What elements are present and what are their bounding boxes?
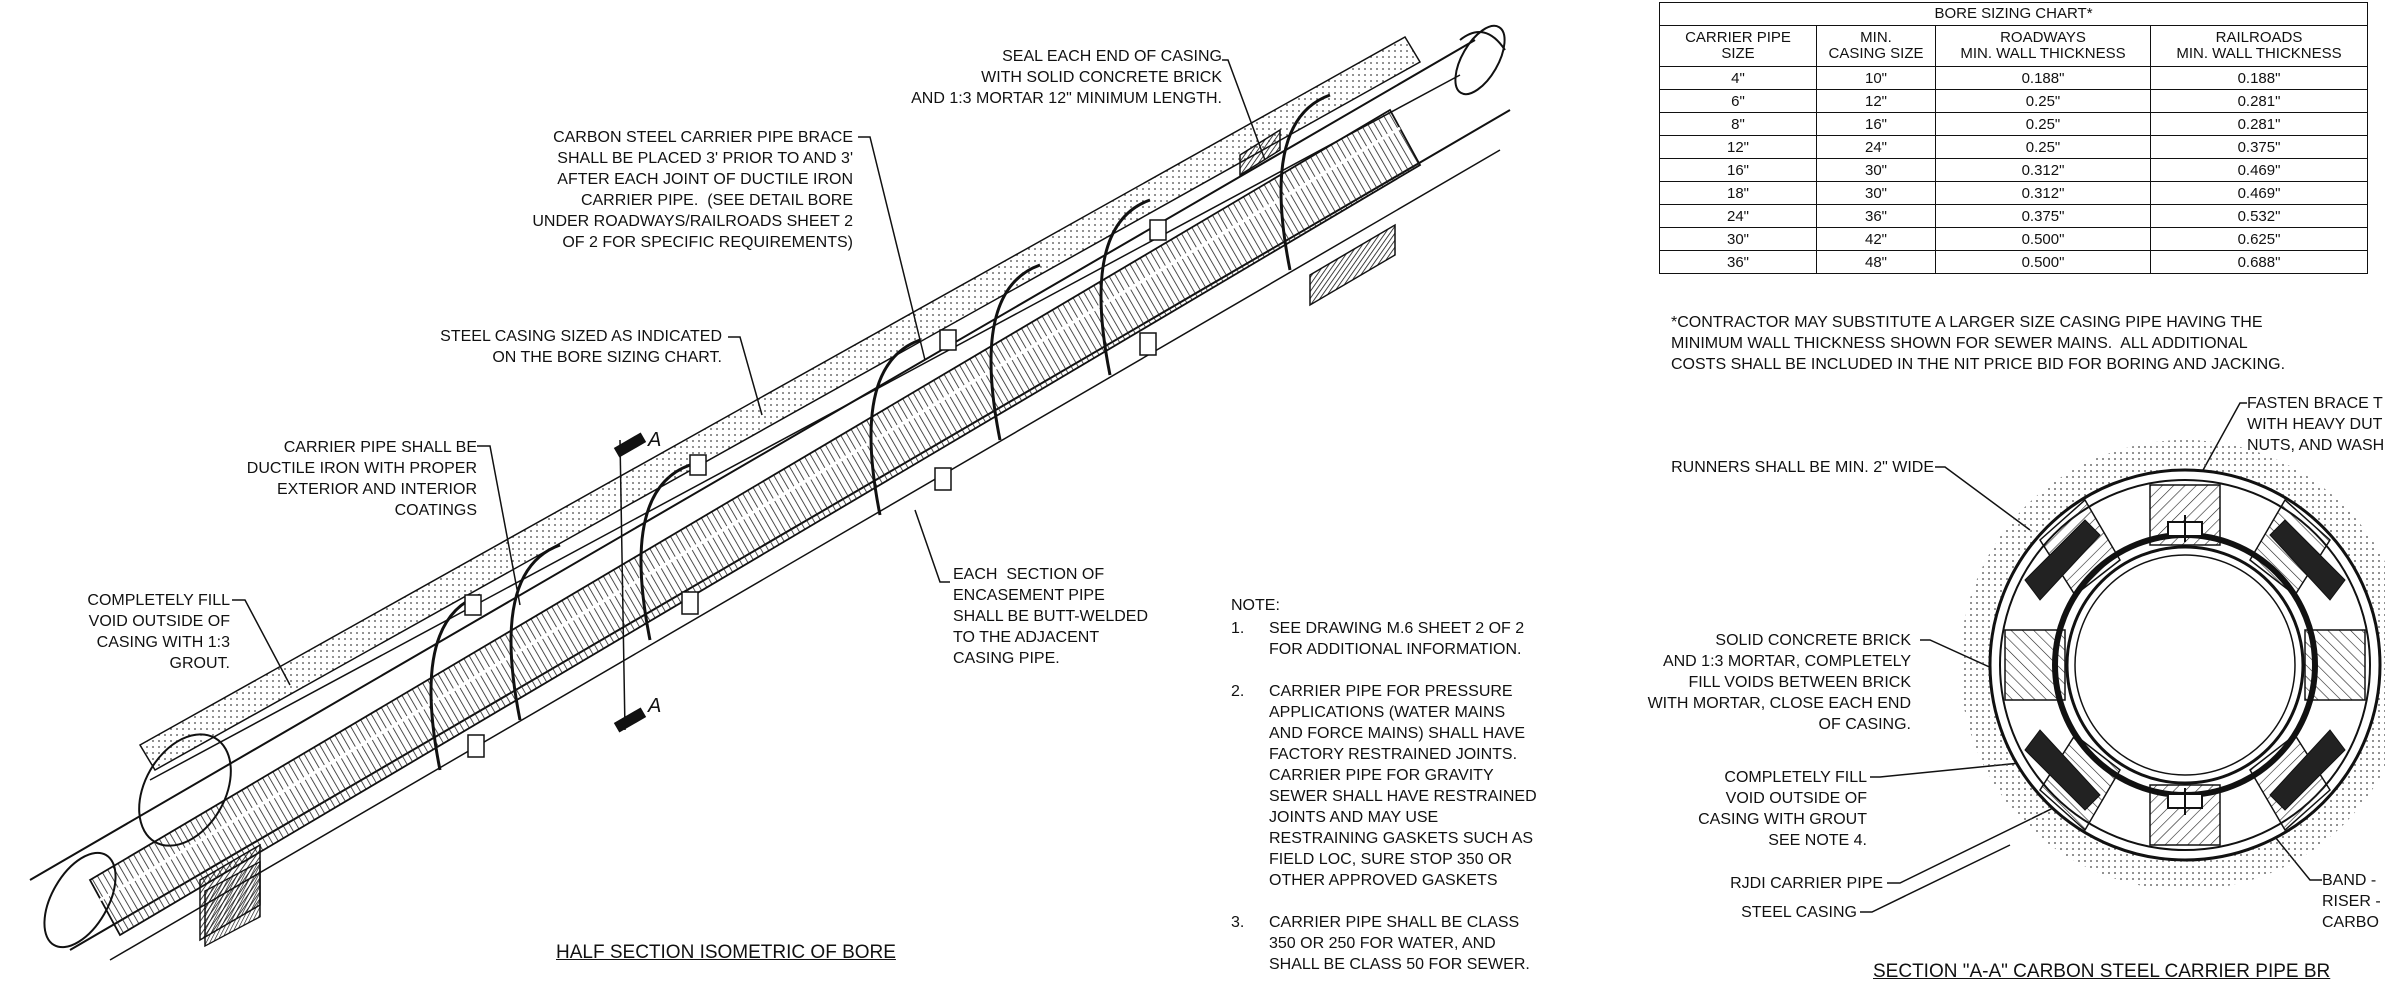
callout-each-section: EACH SECTION OF ENCASEMENT PIPE SHALL BE… (953, 566, 1149, 667)
table-cell-rail: 0.281" (2150, 112, 2368, 136)
table-cell-carrier: 30" (1659, 227, 1817, 251)
callout-seal-casing: SEAL EACH END OF CASING WITH SOLID CONCR… (911, 48, 1222, 107)
callout-fasten-brace: FASTEN BRACE T WITH HEAVY DUT NUTS, AND … (2247, 395, 2385, 454)
grout-band (138, 35, 1422, 772)
table-cell-rail: 0.688" (2150, 250, 2368, 274)
table-cell-road: 0.312" (1935, 181, 2151, 205)
table-cell-casing: 12" (1816, 89, 1936, 113)
callout-rjdi-pipe: RJDI CARRIER PIPE (1730, 875, 1883, 892)
rjdi-carrier-pipe (2065, 545, 2305, 785)
table-cell-rail: 0.469" (2150, 158, 2368, 182)
table-cell-carrier: 36" (1659, 250, 1817, 274)
table-cell-rail: 0.469" (2150, 181, 2368, 205)
section-mark-a-bottom: A (647, 695, 661, 717)
callout-fill-grout: COMPLETELY FILL VOID OUTSIDE OF CASING W… (1698, 769, 1867, 849)
table-cell-road: 0.25" (1935, 135, 2151, 159)
chart-footnote: *CONTRACTOR MAY SUBSTITUTE A LARGER SIZE… (1671, 314, 2286, 373)
callout-steel-casing-section: STEEL CASING (1741, 904, 1857, 921)
table-cell-casing: 30" (1816, 181, 1936, 205)
callout-runners: RUNNERS SHALL BE MIN. 2" WIDE (1671, 459, 1934, 476)
casing-end-left (138, 733, 232, 847)
section-mark-a-top: A (647, 429, 661, 451)
table-cell-casing: 24" (1816, 135, 1936, 159)
table-row: 24"36"0.375"0.532" (1659, 204, 2368, 228)
chart-rows: 4"10"0.188"0.188"6"12"0.25"0.281"8"16"0.… (1659, 66, 2368, 274)
table-row: 8"16"0.25"0.281" (1659, 112, 2368, 136)
table-cell-casing: 16" (1816, 112, 1936, 136)
note-text: SEE DRAWING M.6 SHEET 2 OF 2 FOR ADDITIO… (1269, 620, 1525, 658)
note-text: CARRIER PIPE SHALL BE CLASS 350 OR 250 F… (1269, 914, 1530, 973)
table-row: 18"30"0.312"0.469" (1659, 181, 2368, 205)
callout-solid-brick: SOLID CONCRETE BRICK AND 1:3 MORTAR, COM… (1647, 632, 1911, 733)
callout-steel-casing: STEEL CASING SIZED AS INDICATED ON THE B… (440, 328, 722, 366)
callout-carrier-pipe: CARRIER PIPE SHALL BE DUCTILE IRON WITH … (246, 439, 477, 519)
bore-sizing-chart: BORE SIZING CHART* CARRIER PIPE SIZE MIN… (1659, 2, 2368, 274)
table-cell-casing: 42" (1816, 227, 1936, 251)
table-cell-rail: 0.625" (2150, 227, 2368, 251)
note-item: 1. SEE DRAWING M.6 SHEET 2 OF 2 FOR ADDI… (1231, 618, 1561, 660)
table-row: 30"42"0.500"0.625" (1659, 227, 2368, 251)
table-row: 36"48"0.500"0.688" (1659, 250, 2368, 274)
note-number: 2. (1231, 683, 1245, 700)
table-cell-carrier: 16" (1659, 158, 1817, 182)
chart-title: BORE SIZING CHART* (1659, 2, 2368, 26)
note-number: 3. (1231, 914, 1245, 931)
header-casing-size: MIN. CASING SIZE (1816, 25, 1936, 67)
table-row: 12"24"0.25"0.375" (1659, 135, 2368, 159)
table-cell-carrier: 18" (1659, 181, 1817, 205)
note-number: 1. (1231, 620, 1245, 637)
table-cell-road: 0.188" (1935, 66, 2151, 90)
table-row: 16"30"0.312"0.469" (1659, 158, 2368, 182)
header-carrier-size: CARRIER PIPE SIZE (1659, 25, 1817, 67)
table-cell-carrier: 24" (1659, 204, 1817, 228)
section-cut-line (619, 439, 626, 731)
note-text: CARRIER PIPE FOR PRESSURE APPLICATIONS (… (1269, 683, 1537, 889)
table-cell-rail: 0.188" (2150, 66, 2368, 90)
table-cell-rail: 0.532" (2150, 204, 2368, 228)
table-cell-casing: 48" (1816, 250, 1936, 274)
callout-fill-void: COMPLETELY FILL VOID OUTSIDE OF CASING W… (87, 592, 230, 672)
callout-brace: CARBON STEEL CARRIER PIPE BRACE SHALL BE… (532, 129, 853, 251)
table-cell-road: 0.500" (1935, 250, 2151, 274)
table-cell-road: 0.375" (1935, 204, 2151, 228)
table-cell-casing: 10" (1816, 66, 1936, 90)
table-cell-rail: 0.281" (2150, 89, 2368, 113)
casing-end-right (1454, 24, 1506, 96)
notes-list: 1. SEE DRAWING M.6 SHEET 2 OF 2 FOR ADDI… (1231, 618, 1561, 996)
table-cell-road: 0.25" (1935, 89, 2151, 113)
table-cell-road: 0.500" (1935, 227, 2151, 251)
callout-band-riser: BAND - RISER - CARBO (2322, 872, 2381, 931)
section-a-a-drawing (1960, 440, 2385, 890)
table-cell-casing: 30" (1816, 158, 1936, 182)
carrier-pipe (88, 108, 1422, 937)
isometric-title: HALF SECTION ISOMETRIC OF BORE (556, 942, 896, 963)
notes-heading: NOTE: (1231, 597, 1280, 614)
table-cell-carrier: 12" (1659, 135, 1817, 159)
table-cell-road: 0.312" (1935, 158, 2151, 182)
table-cell-rail: 0.375" (2150, 135, 2368, 159)
isometric-bore-drawing (29, 24, 1511, 961)
note-item: 3. CARRIER PIPE SHALL BE CLASS 350 OR 25… (1231, 912, 1561, 975)
header-railroads: RAILROADS MIN. WALL THICKNESS (2150, 25, 2368, 67)
note-item: 2. CARRIER PIPE FOR PRESSURE APPLICATION… (1231, 681, 1561, 891)
table-cell-carrier: 8" (1659, 112, 1817, 136)
section-title: SECTION "A-A" CARBON STEEL CARRIER PIPE … (1873, 961, 2331, 982)
table-row: 6"12"0.25"0.281" (1659, 89, 2368, 113)
table-cell-carrier: 4" (1659, 66, 1817, 90)
casing-top-edge (29, 39, 1476, 881)
brace-feet (464, 219, 1167, 758)
table-row: 4"10"0.188"0.188" (1659, 66, 2368, 90)
table-cell-carrier: 6" (1659, 89, 1817, 113)
leader-lines (232, 59, 2322, 913)
table-cell-road: 0.25" (1935, 112, 2151, 136)
table-cell-casing: 36" (1816, 204, 1936, 228)
header-roadways: ROADWAYS MIN. WALL THICKNESS (1935, 25, 2151, 67)
